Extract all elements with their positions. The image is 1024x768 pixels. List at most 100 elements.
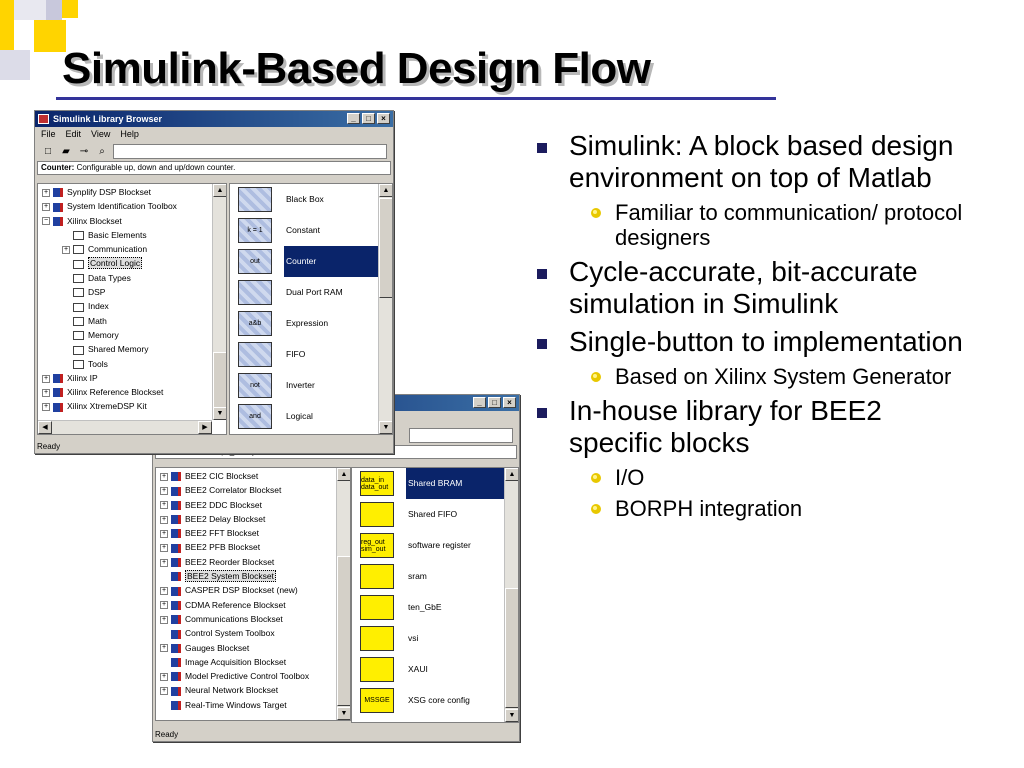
tree-item[interactable]: +BEE2 CIC Blockset [160, 469, 350, 483]
tree-item[interactable]: Math [42, 314, 226, 328]
expand-icon[interactable]: + [160, 515, 168, 524]
tree-item[interactable]: Control System Toolbox [160, 626, 350, 640]
expand-icon[interactable]: + [160, 529, 168, 538]
close-icon[interactable]: × [377, 113, 390, 124]
block-item[interactable]: XAUI [352, 654, 504, 685]
expand-icon[interactable]: + [160, 487, 168, 496]
expand-icon[interactable]: + [160, 558, 168, 567]
scroll-down-icon[interactable]: ▼ [337, 707, 350, 720]
open-folder-icon[interactable]: ▰ [62, 145, 70, 157]
tree-hscrollbar[interactable]: ◀ ▶ [38, 420, 212, 434]
tree-item[interactable]: +BEE2 PFB Blockset [160, 540, 350, 554]
menu-file[interactable]: File [41, 129, 56, 139]
tree-item[interactable]: BEE2 System Blockset [160, 569, 350, 583]
scroll-up-icon[interactable]: ▲ [379, 184, 392, 197]
block-item[interactable]: ten_GbE [352, 592, 504, 623]
tree-item[interactable]: +Synplify DSP Blockset [42, 185, 226, 199]
expand-icon[interactable]: + [160, 615, 168, 624]
block-item[interactable]: FIFO [230, 339, 378, 370]
block-item[interactable]: Dual Port RAM [230, 277, 378, 308]
expand-icon[interactable]: + [160, 672, 168, 681]
block-item[interactable]: sram [352, 561, 504, 592]
tree-item[interactable]: −Xilinx Blockset [42, 214, 226, 228]
tree-item[interactable]: +BEE2 FFT Blockset [160, 526, 350, 540]
expand-icon[interactable]: + [42, 388, 50, 397]
search-input[interactable] [113, 143, 387, 159]
tree-item[interactable]: Shared Memory [42, 342, 226, 356]
scroll-thumb[interactable] [505, 588, 518, 708]
library-tree-pane[interactable]: +Synplify DSP Blockset+System Identifica… [37, 183, 227, 435]
tree-item[interactable]: Real-Time Windows Target [160, 698, 350, 712]
library-tree-pane[interactable]: +BEE2 CIC Blockset+BEE2 Correlator Block… [155, 467, 351, 721]
expand-icon[interactable]: + [42, 403, 50, 412]
menu-view[interactable]: View [91, 129, 111, 139]
tree-item[interactable]: Tools [42, 357, 226, 371]
minimize-icon[interactable]: _ [473, 397, 486, 408]
tree-item[interactable]: +BEE2 Correlator Blockset [160, 483, 350, 497]
block-list-scrollbar[interactable]: ▲ ▼ [378, 184, 392, 434]
collapse-icon[interactable]: − [42, 217, 50, 226]
scroll-down-icon[interactable]: ▼ [505, 709, 518, 722]
scroll-down-icon[interactable]: ▼ [379, 421, 392, 434]
maximize-icon[interactable]: □ [488, 397, 501, 408]
tree-item[interactable]: Data Types [42, 271, 226, 285]
tree-item[interactable]: +Communication [42, 242, 226, 256]
expand-icon[interactable]: + [160, 472, 168, 481]
new-file-icon[interactable]: □ [44, 145, 52, 157]
menu-edit[interactable]: Edit [65, 129, 82, 139]
menu-help[interactable]: Help [120, 129, 139, 139]
tree-item[interactable]: Control Logic [42, 256, 226, 270]
window-titlebar[interactable]: Simulink Library Browser _ □ × [35, 111, 393, 127]
scroll-up-icon[interactable]: ▲ [337, 468, 350, 481]
scroll-up-icon[interactable]: ▲ [505, 468, 518, 481]
block-item[interactable]: Shared FIFO [352, 499, 504, 530]
search-input[interactable] [409, 427, 513, 443]
tree-scrollbar[interactable]: ▲ ▼ [212, 184, 226, 420]
tree-item[interactable]: +CDMA Reference Blockset [160, 598, 350, 612]
tree-item[interactable]: +System Identification Toolbox [42, 199, 226, 213]
maximize-icon[interactable]: □ [362, 113, 375, 124]
close-icon[interactable]: × [503, 397, 516, 408]
scroll-up-icon[interactable]: ▲ [213, 184, 226, 197]
scroll-thumb[interactable] [337, 556, 350, 706]
expand-icon[interactable]: + [62, 245, 70, 254]
block-list-scrollbar[interactable]: ▲ ▼ [504, 468, 518, 722]
tree-item[interactable]: Basic Elements [42, 228, 226, 242]
tree-item[interactable]: +Model Predictive Control Toolbox [160, 669, 350, 683]
tree-item[interactable]: +BEE2 Delay Blockset [160, 512, 350, 526]
expand-icon[interactable]: + [160, 644, 168, 653]
expand-icon[interactable]: + [160, 587, 168, 596]
tree-scrollbar[interactable]: ▲ ▼ [336, 468, 350, 720]
tree-item[interactable]: +Communications Blockset [160, 612, 350, 626]
expand-icon[interactable]: + [42, 374, 50, 383]
scroll-down-icon[interactable]: ▼ [213, 407, 226, 420]
scroll-thumb[interactable] [379, 198, 392, 298]
expand-icon[interactable]: + [160, 501, 168, 510]
scroll-left-icon[interactable]: ◀ [38, 421, 52, 434]
expand-icon[interactable]: + [160, 687, 168, 696]
find-icon[interactable]: ⌕ [99, 145, 105, 157]
expand-icon[interactable]: + [42, 188, 50, 197]
tree-item[interactable]: Index [42, 299, 226, 313]
pin-icon[interactable]: ⊸ [79, 145, 89, 157]
tree-item[interactable]: +Neural Network Blockset [160, 683, 350, 697]
tree-item[interactable]: Memory [42, 328, 226, 342]
tree-item[interactable]: +BEE2 DDC Blockset [160, 498, 350, 512]
tree-item[interactable]: +Xilinx IP [42, 371, 226, 385]
library-browser-window[interactable]: Simulink Library Browser _ □ × File Edit V… [34, 110, 394, 454]
scroll-right-icon[interactable]: ▶ [198, 421, 212, 434]
tree-item[interactable]: +Xilinx XtremeDSP Kit [42, 399, 226, 413]
tree-item[interactable]: DSP [42, 285, 226, 299]
scroll-thumb[interactable] [213, 352, 226, 410]
block-item[interactable]: vsi [352, 623, 504, 654]
block-item[interactable]: Black Box [230, 184, 378, 215]
